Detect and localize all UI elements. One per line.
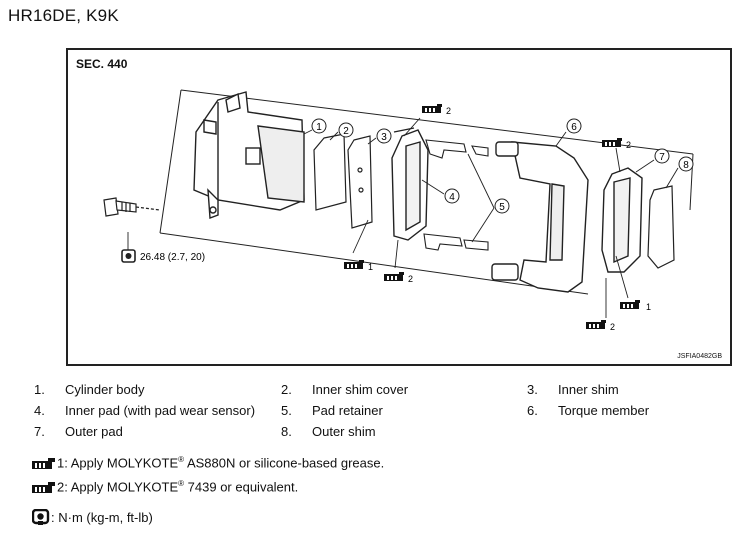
torque-note: : N·m (kg-m, ft-lb)	[32, 509, 153, 525]
caliper-bolt-part	[103, 197, 161, 217]
figure-code: JSFIA0482GB	[677, 353, 722, 360]
callout-2: 2	[338, 122, 354, 138]
outer-shim-part	[647, 185, 675, 269]
outer-pad-part	[601, 167, 643, 273]
svg-text:2: 2	[610, 322, 615, 332]
svg-text:8: 8	[683, 160, 689, 171]
grease-gun-icon	[32, 482, 55, 494]
brake-caliper-diagram: 1 2 3 4 5 6 7 8	[103, 89, 694, 332]
callout-8: 8	[678, 156, 694, 172]
callout-7: 7	[654, 148, 670, 164]
grease-mark-top: 2	[422, 104, 451, 116]
torque-wrench-icon	[32, 509, 50, 525]
svg-text:1: 1	[368, 262, 373, 272]
svg-text:2: 2	[408, 274, 413, 284]
svg-text:4: 4	[449, 192, 455, 203]
grease-note-1: 1: Apply MOLYKOTE® AS880N or silicone-ba…	[32, 455, 384, 470]
svg-text:2: 2	[343, 126, 349, 137]
svg-text:2: 2	[446, 106, 451, 116]
grease-mark-left-2: 2	[384, 272, 413, 284]
inner-pad-part	[391, 127, 429, 241]
torque-spec: 26.48 (2.7, 20)	[121, 232, 205, 263]
cylinder-body-part	[193, 91, 305, 219]
pad-retainer-part	[423, 139, 489, 251]
callout-4: 4	[444, 188, 460, 204]
callout-3: 3	[376, 128, 392, 144]
svg-text:1: 1	[646, 302, 651, 312]
page-title: HR16DE, K9K	[8, 6, 119, 25]
grease-note-2: 2: Apply MOLYKOTE® 7439 or equivalent.	[32, 479, 298, 494]
callout-6: 6	[566, 118, 582, 134]
svg-text:6: 6	[571, 122, 577, 133]
torque-member-part	[491, 141, 589, 293]
inner-shim-cover-part	[313, 133, 347, 211]
grease-mark-right-mid: 1	[620, 300, 651, 312]
grease-gun-icon	[32, 458, 55, 470]
svg-text:3: 3	[381, 132, 387, 143]
section-label: SEC. 440	[76, 57, 128, 71]
grease-mark-left-1: 1	[344, 260, 373, 272]
svg-text:26.48 (2.7, 20): 26.48 (2.7, 20)	[140, 252, 205, 263]
svg-text:1: 1	[316, 122, 322, 133]
callout-5: 5	[494, 198, 510, 214]
callout-1: 1	[311, 118, 327, 134]
svg-text:5: 5	[499, 202, 505, 213]
svg-text:7: 7	[659, 152, 665, 163]
svg-text:2: 2	[626, 140, 631, 150]
grease-mark-right-top: 2	[602, 138, 631, 150]
grease-mark-right-bottom: 2	[586, 320, 615, 332]
leader-lines	[303, 117, 679, 318]
exploded-view-figure: SEC. 440 JSFIA0482GB	[66, 48, 732, 366]
inner-shim-part	[347, 135, 373, 229]
